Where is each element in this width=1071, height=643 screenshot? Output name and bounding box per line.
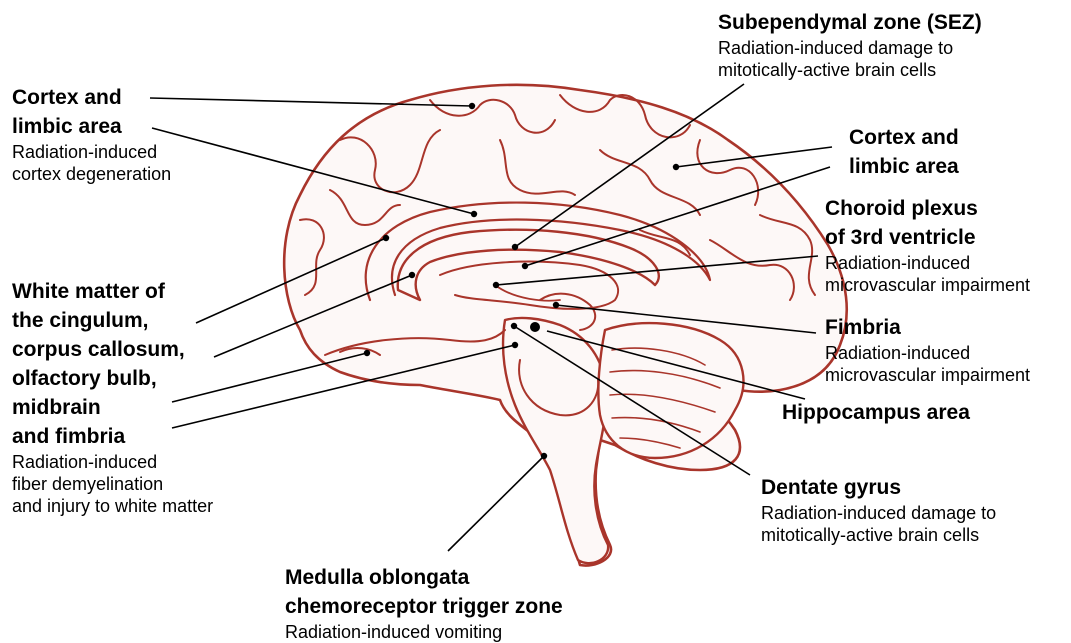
dot (364, 350, 370, 356)
label-desc: cortex degeneration (12, 163, 171, 185)
label-desc: and injury to white matter (12, 495, 213, 517)
label-desc: Radiation-induced (12, 141, 171, 163)
label-desc: Radiation-induced damage to (761, 502, 996, 524)
dot (469, 103, 475, 109)
label-hippocampus: Hippocampus area (782, 398, 970, 427)
brainstem (503, 318, 608, 563)
label-title: of 3rd ventricle (825, 223, 1030, 252)
label-title: the cingulum, (12, 306, 213, 335)
dot (522, 263, 528, 269)
dot (512, 342, 518, 348)
label-title: limbic area (12, 112, 171, 141)
label-sez: Subependymal zone (SEZ) Radiation-induce… (718, 8, 982, 81)
label-desc: mitotically-active brain cells (761, 524, 996, 546)
label-choroid: Choroid plexus of 3rd ventricle Radiatio… (825, 194, 1030, 296)
label-title: and fimbria (12, 422, 213, 451)
label-title: Dentate gyrus (761, 473, 996, 502)
label-desc: fiber demyelination (12, 473, 213, 495)
dot (673, 164, 679, 170)
label-title: limbic area (849, 152, 959, 181)
label-desc: mitotically-active brain cells (718, 59, 982, 81)
label-desc: Radiation-induced damage to (718, 37, 982, 59)
label-title: Cortex and (12, 83, 171, 112)
label-title: Hippocampus area (782, 398, 970, 427)
label-dentate: Dentate gyrus Radiation-induced damage t… (761, 473, 996, 546)
label-title: midbrain (12, 393, 213, 422)
dot (541, 453, 547, 459)
dot (471, 211, 477, 217)
leader-medulla (448, 456, 544, 551)
label-medulla: Medulla oblongata chemoreceptor trigger … (285, 563, 563, 643)
label-title: White matter of (12, 277, 213, 306)
label-desc: Radiation-induced (825, 252, 1030, 274)
label-white-matter: White matter of the cingulum, corpus cal… (12, 277, 213, 517)
label-cortex-right: Cortex and limbic area (849, 123, 959, 181)
label-title: Cortex and (849, 123, 959, 152)
label-desc: microvascular impairment (825, 364, 1030, 386)
label-desc: Radiation-induced (12, 451, 213, 473)
dot (511, 323, 517, 329)
label-desc: Radiation-induced (825, 342, 1030, 364)
dot (493, 282, 499, 288)
label-title: Medulla oblongata (285, 563, 563, 592)
label-title: olfactory bulb, (12, 364, 213, 393)
label-title: chemoreceptor trigger zone (285, 592, 563, 621)
label-title: Subependymal zone (SEZ) (718, 8, 982, 37)
label-title: Choroid plexus (825, 194, 1030, 223)
label-desc: microvascular impairment (825, 274, 1030, 296)
dot (409, 272, 415, 278)
dot (530, 322, 540, 332)
label-title: Fimbria (825, 313, 1030, 342)
dot (383, 235, 389, 241)
label-title: corpus callosum, (12, 335, 213, 364)
dot (553, 302, 559, 308)
label-cortex-left: Cortex and limbic area Radiation-induced… (12, 83, 171, 185)
dot (512, 244, 518, 250)
label-fimbria: Fimbria Radiation-induced microvascular … (825, 313, 1030, 386)
label-desc: Radiation-induced vomiting (285, 621, 563, 643)
